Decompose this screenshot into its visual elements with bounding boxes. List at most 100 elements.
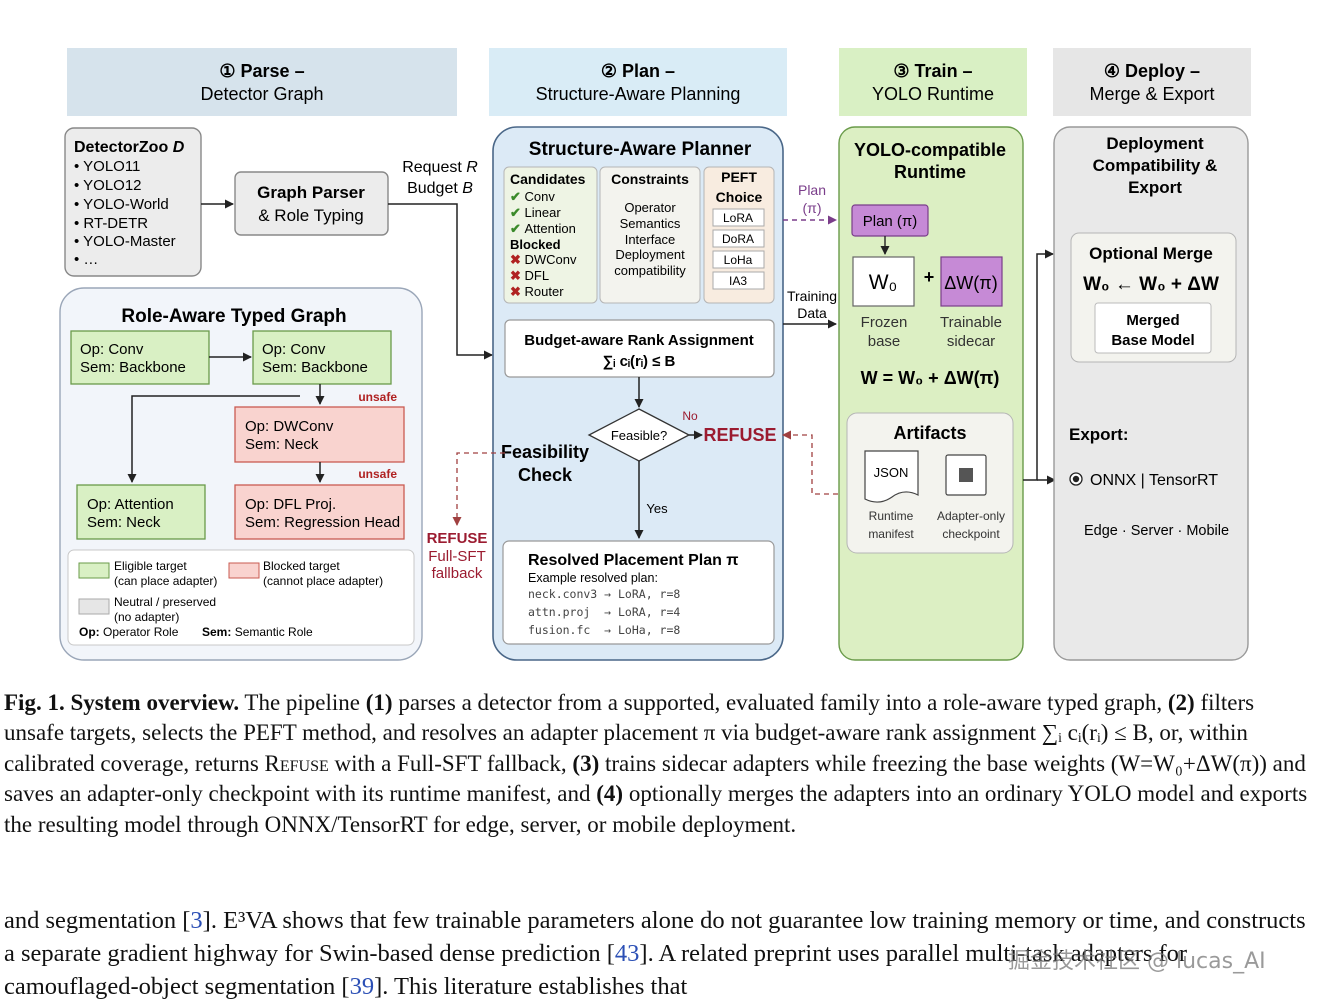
export-label: Export: bbox=[1069, 425, 1129, 444]
svg-text:Sem: Neck: Sem: Neck bbox=[245, 436, 319, 453]
stage-title: ① Parse – bbox=[219, 61, 304, 81]
svg-text:Sem: Backbone: Sem: Backbone bbox=[262, 359, 368, 376]
svg-text:Op: Conv: Op: Conv bbox=[80, 341, 144, 358]
svg-text:Request R: Request R bbox=[402, 159, 478, 176]
refuse-label: REFUSE bbox=[703, 425, 776, 445]
stage-subtitle: Detector Graph bbox=[200, 84, 323, 104]
graph-node-dwconv-neck: Op: DWConv Sem: Neck bbox=[234, 406, 405, 463]
runtime-panel: YOLO-compatible Runtime Plan (π) W₀ + ΔW… bbox=[838, 126, 1024, 661]
yes-label: Yes bbox=[646, 501, 668, 516]
svg-text:LoRA: LoRA bbox=[723, 211, 753, 225]
checkpoint-chip-icon bbox=[959, 468, 973, 482]
svg-text:Op: DWConv: Op: DWConv bbox=[245, 418, 334, 435]
unsafe-label: unsafe bbox=[358, 390, 397, 404]
caption-label: Fig. 1. System overview. bbox=[4, 690, 240, 715]
svg-text:✔ Linear: ✔ Linear bbox=[510, 205, 561, 220]
citation-link[interactable]: 43 bbox=[614, 940, 640, 967]
body-paragraph: and segmentation [3]. E³VA shows that fe… bbox=[4, 907, 1306, 1000]
deploy-targets: Edge · Server · Mobile bbox=[1084, 523, 1229, 539]
svg-text:Plan (π): Plan (π) bbox=[863, 213, 918, 230]
placement-plan-box: Resolved Placement Plan π Example resolv… bbox=[502, 540, 775, 645]
figure-caption: Fig. 1. System overview. The pipeline (1… bbox=[4, 690, 1308, 837]
svg-text:YOLO-compatible: YOLO-compatible bbox=[854, 140, 1006, 160]
stage-title: ③ Train – bbox=[893, 61, 972, 81]
svg-text:Optional Merge: Optional Merge bbox=[1089, 244, 1213, 263]
stage-subtitle: Merge & Export bbox=[1089, 84, 1214, 104]
graph-parser-box: Graph Parser & Role Typing bbox=[234, 171, 389, 236]
svg-text:Neutral / preserved: Neutral / preserved bbox=[114, 595, 216, 609]
svg-text:REFUSE: REFUSE bbox=[427, 530, 488, 547]
plan-arrow-label: Plan bbox=[798, 182, 826, 198]
planner-panel: Structure-Aware Planner Candidates ✔ Con… bbox=[492, 126, 784, 661]
svg-text:Eligible target: Eligible target bbox=[114, 559, 187, 573]
svg-text:ΔW(π): ΔW(π) bbox=[944, 273, 997, 293]
svg-text:Op: Attention: Op: Attention bbox=[87, 496, 174, 513]
citation-link[interactable]: 3 bbox=[190, 907, 203, 934]
svg-text:✖ DFL: ✖ DFL bbox=[510, 268, 549, 283]
zoo-item: • YOLO-Master bbox=[74, 233, 176, 250]
svg-text:& Role Typing: & Role Typing bbox=[258, 206, 364, 225]
svg-text:Op: DFL Proj.: Op: DFL Proj. bbox=[245, 496, 336, 513]
planner-title: Structure-Aware Planner bbox=[529, 139, 752, 160]
svg-text:Op: Conv: Op: Conv bbox=[262, 341, 326, 358]
artifacts-box: Artifacts JSON Runtime manifest Adapter-… bbox=[846, 412, 1014, 554]
feasibility-diamond: Feasible? bbox=[587, 408, 691, 462]
peft-choice-box: PEFT Choice LoRA DoRA LoHa IA3 bbox=[703, 166, 775, 304]
stage-title: ② Plan – bbox=[601, 61, 675, 81]
svg-text:PEFT: PEFT bbox=[721, 169, 757, 185]
svg-text:Artifacts: Artifacts bbox=[893, 423, 966, 443]
svg-text:Graph Parser: Graph Parser bbox=[257, 183, 365, 202]
svg-text:Runtime: Runtime bbox=[894, 162, 966, 182]
svg-text:Feasibility: Feasibility bbox=[501, 442, 589, 462]
svg-text:Example resolved plan:: Example resolved plan: bbox=[528, 571, 658, 585]
typed-graph-title: Role-Aware Typed Graph bbox=[121, 306, 346, 327]
json-document-icon bbox=[864, 450, 919, 503]
budget-rank-box: Budget-aware Rank Assignment ∑ᵢ cᵢ(rᵢ) ≤… bbox=[504, 319, 775, 378]
system-overview-figure: ① Parse – Detector Graph ② Plan – Struct… bbox=[59, 48, 1251, 661]
refuse-fallback-label: REFUSE Full-SFT fallback bbox=[427, 530, 488, 582]
svg-text:Blocked target: Blocked target bbox=[263, 559, 340, 573]
svg-text:Op: Operator Role: Op: Operator Role bbox=[79, 625, 179, 639]
unsafe-label: unsafe bbox=[358, 467, 397, 481]
svg-text:(cannot place adapter): (cannot place adapter) bbox=[263, 574, 383, 588]
svg-text:Full-SFT: Full-SFT bbox=[428, 548, 486, 565]
graph-node-conv-backbone-1: Op: Conv Sem: Backbone bbox=[70, 330, 210, 385]
citation-link[interactable]: 39 bbox=[349, 973, 375, 1000]
svg-text:Sem: Backbone: Sem: Backbone bbox=[80, 359, 186, 376]
typed-graph-panel: Role-Aware Typed Graph Op: Conv Sem: Bac… bbox=[59, 287, 423, 661]
trainable-dw-box: ΔW(π) bbox=[940, 256, 1003, 307]
svg-text:DoRA: DoRA bbox=[722, 232, 754, 246]
frozen-w0-box: W₀ bbox=[852, 256, 915, 307]
graph-node-dfl-head: Op: DFL Proj. Sem: Regression Head bbox=[234, 484, 405, 540]
svg-text:Trainable: Trainable bbox=[940, 314, 1002, 331]
svg-text:Export: Export bbox=[1128, 178, 1182, 197]
constraints-box: Constraints Operator Semantics Interface… bbox=[599, 166, 701, 304]
svg-text:JSON: JSON bbox=[874, 465, 909, 480]
svg-text:Adapter-only: Adapter-only bbox=[937, 509, 1005, 523]
typed-graph-legend: Eligible target (can place adapter) Bloc… bbox=[67, 549, 415, 646]
zoo-title: DetectorZoo D bbox=[74, 139, 185, 156]
candidates-box: Candidates ✔ Conv ✔ Linear ✔ Attention B… bbox=[503, 166, 598, 304]
svg-text:W₀: W₀ bbox=[869, 271, 898, 294]
svg-text:Base Model: Base Model bbox=[1111, 332, 1194, 349]
svg-text:fallback: fallback bbox=[432, 565, 483, 582]
svg-text:Resolved Placement Plan π: Resolved Placement Plan π bbox=[528, 552, 739, 569]
stage-title: ④ Deploy – bbox=[1104, 61, 1200, 81]
svg-text:+: + bbox=[924, 267, 935, 287]
svg-text:Interface: Interface bbox=[625, 232, 676, 247]
no-label: No bbox=[682, 409, 698, 423]
training-data-label: Training bbox=[787, 288, 837, 304]
parser-to-planner-arrow bbox=[388, 203, 493, 360]
stage-header-parse: ① Parse – Detector Graph bbox=[67, 48, 457, 116]
export-formats: ONNX | TensorRT bbox=[1090, 472, 1218, 489]
artifacts-refuse-dashed-arrow bbox=[782, 430, 847, 495]
svg-text:fusion.fc → LoHa, r=8: fusion.fc → LoHa, r=8 bbox=[528, 623, 680, 637]
svg-text:Merged: Merged bbox=[1126, 312, 1179, 329]
stage-subtitle: Structure-Aware Planning bbox=[536, 84, 741, 104]
graph-node-conv-backbone-2: Op: Conv Sem: Backbone bbox=[252, 330, 392, 385]
runtime-to-merge-arrow bbox=[1023, 249, 1054, 481]
svg-text:base: base bbox=[868, 333, 901, 350]
svg-text:Blocked: Blocked bbox=[510, 237, 561, 252]
optional-merge-box: Optional Merge W₀ ← W₀ + ΔW Merged Base … bbox=[1070, 232, 1237, 363]
plan-pi-box: Plan (π) bbox=[851, 204, 929, 237]
